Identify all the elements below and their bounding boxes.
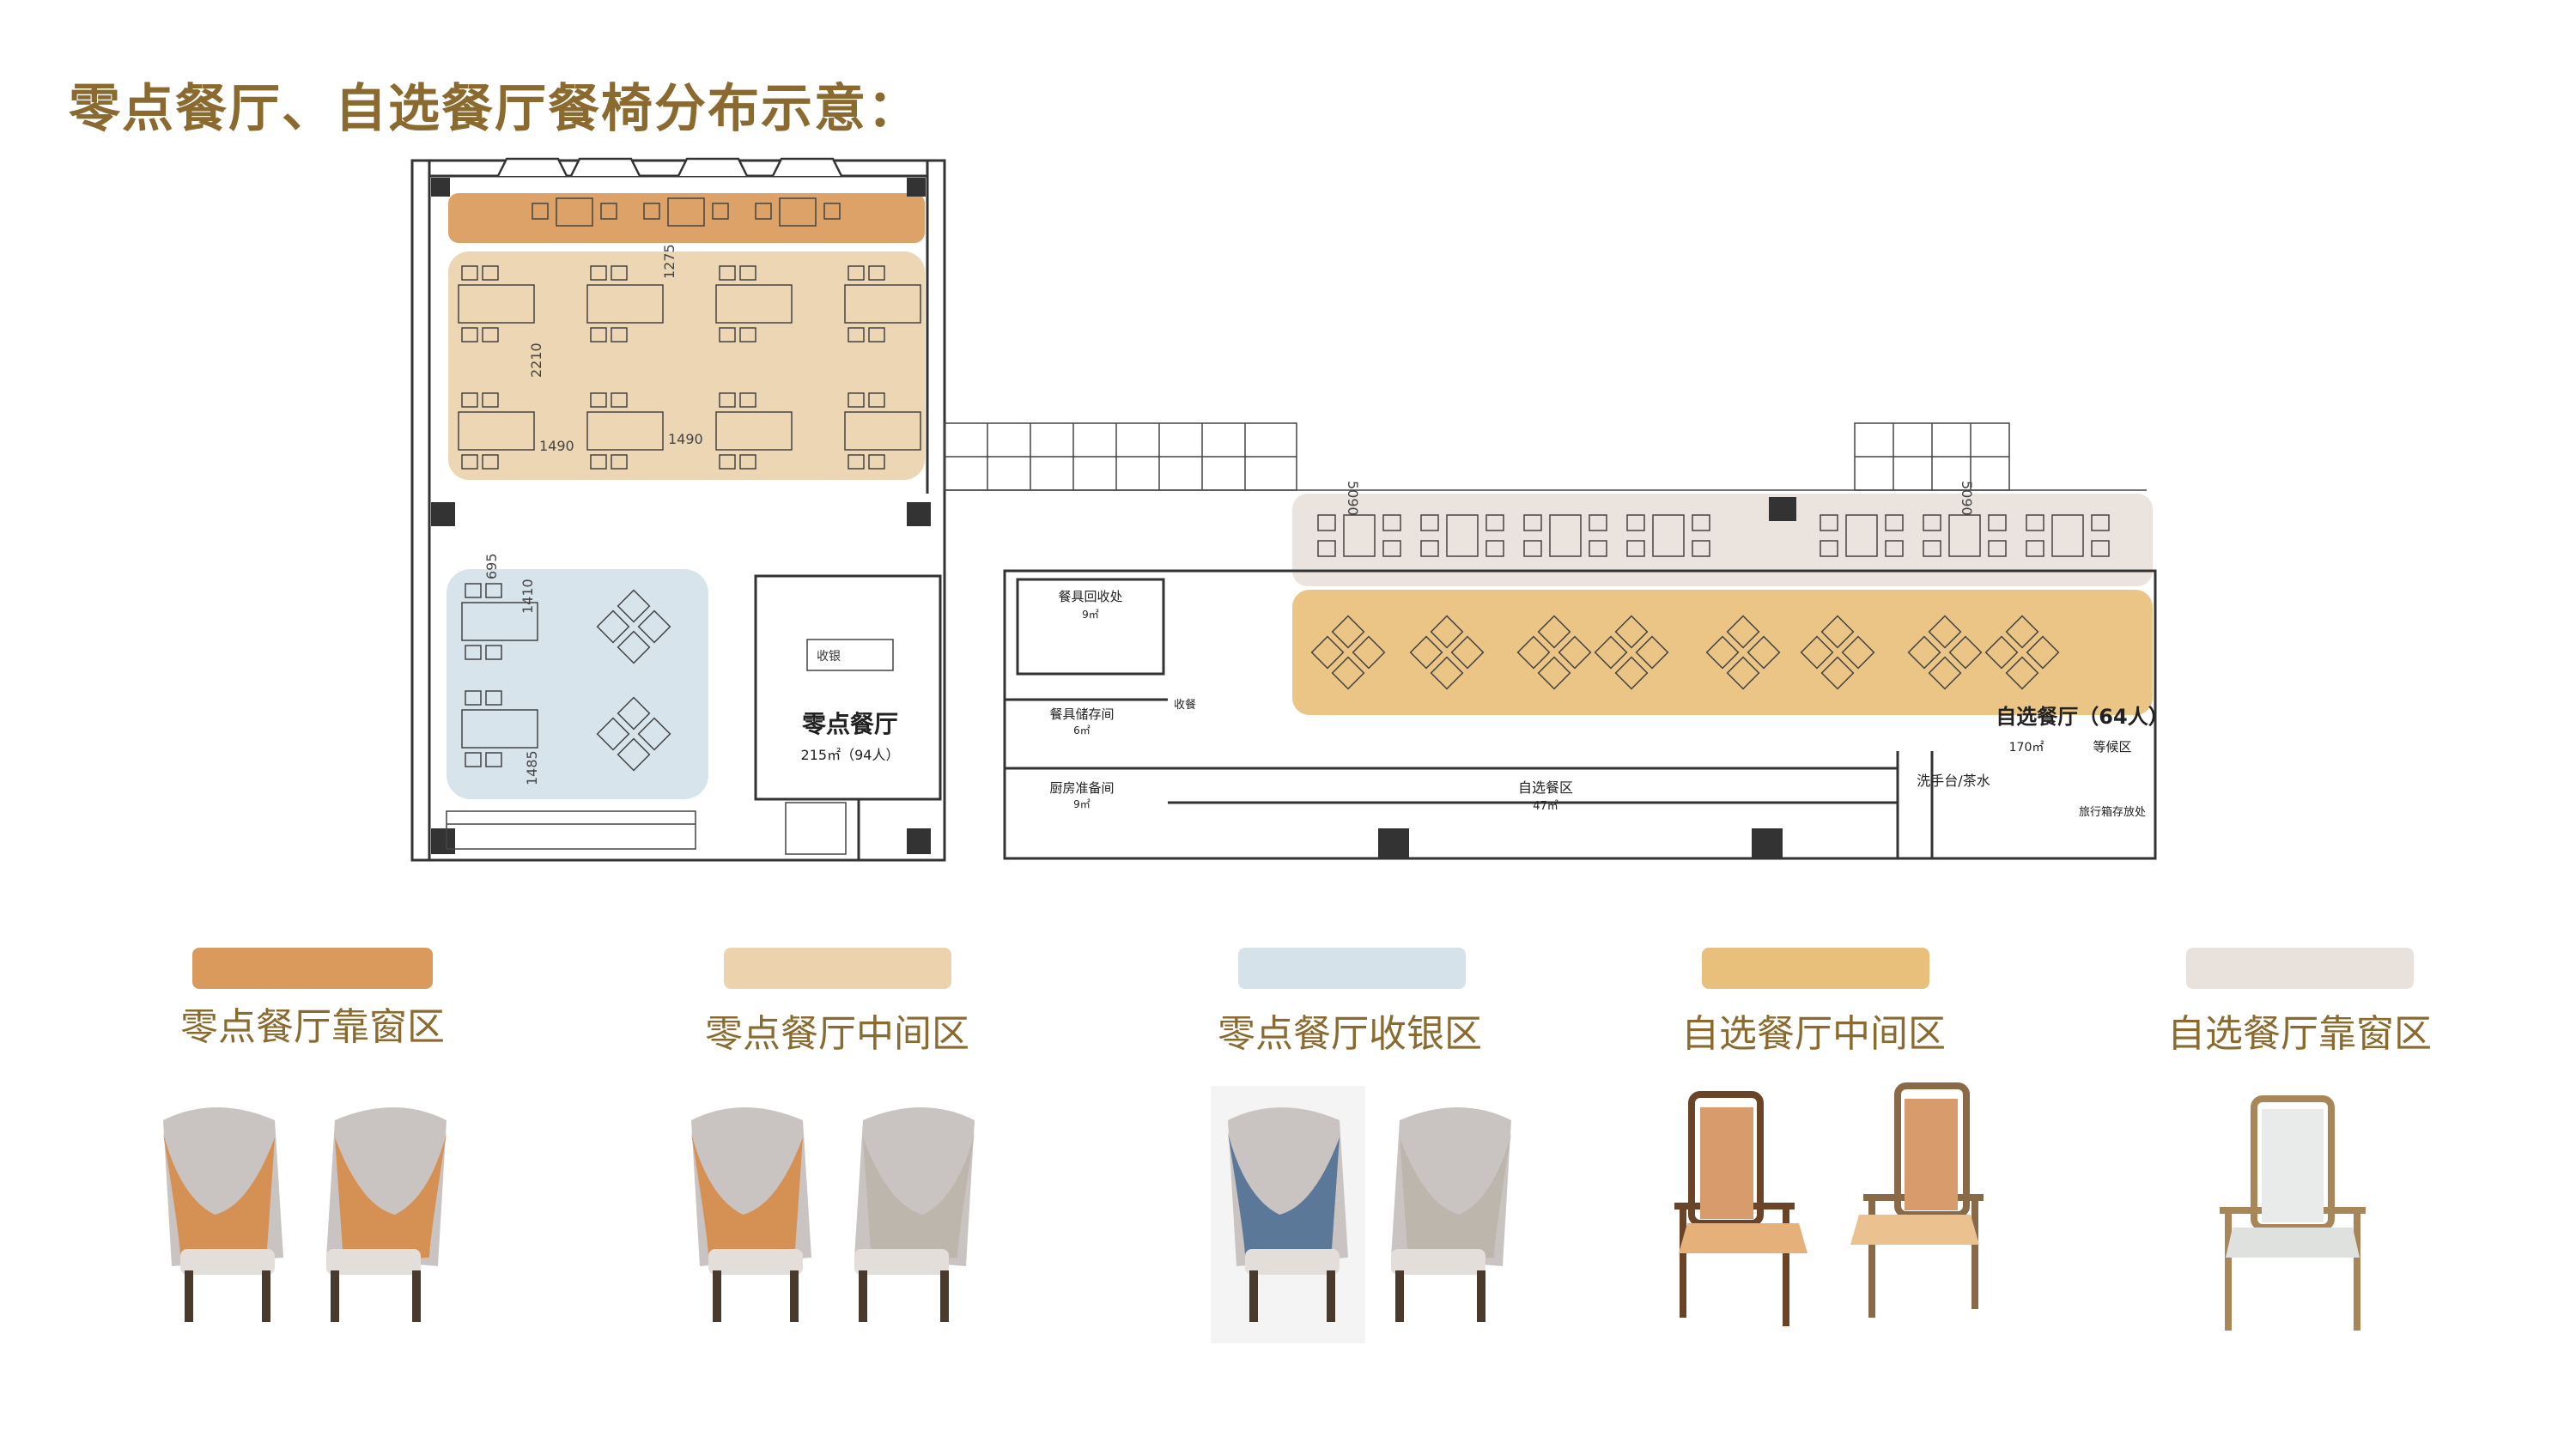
legend-swatch-middle-b <box>1702 948 1929 989</box>
legend-swatch-middle-a <box>724 948 951 989</box>
dim-label: 1490 <box>668 431 703 447</box>
buffet-area-size: 47㎡ <box>1533 800 1558 813</box>
dish-return-label: 收餐 <box>1174 698 1196 712</box>
dim-label: 1410 <box>519 579 536 614</box>
floor-plan: 1275 2210 1490 1490 1410 695 1485 5090 5… <box>410 157 2169 862</box>
legend-label-cashier-a: 零点餐厅收银区 <box>1218 1012 1482 1056</box>
kitchen-prep-label: 厨房准备间 <box>1049 780 1114 796</box>
armchair-pair-tan-image <box>1674 1082 1984 1326</box>
dim-label: 5090 <box>1959 481 1975 516</box>
room-info-a: 215㎡（94人） <box>801 747 900 763</box>
legend-swatch-window-b <box>2186 948 2414 989</box>
zone-window-a <box>448 193 925 243</box>
legend-swatch-cashier-a <box>1238 948 1466 989</box>
zone-window-b <box>1292 494 2153 586</box>
hand-wash-label: 洗手台/茶水 <box>1917 773 1990 789</box>
legend-label-middle-a: 零点餐厅中间区 <box>705 1012 969 1056</box>
cashier-label: 收银 <box>817 650 841 664</box>
legend-label-middle-b: 自选餐厅中间区 <box>1681 1012 1946 1056</box>
tableware-return-size: 9㎡ <box>1082 609 1099 621</box>
dim-label: 695 <box>483 553 500 579</box>
zone-middle-a <box>448 252 925 480</box>
room-area-b: 170㎡ <box>2009 741 2044 755</box>
armchair-single-white-image <box>2220 1095 2366 1331</box>
tableware-storage-label: 餐具储存间 <box>1049 706 1114 722</box>
zone-middle-b <box>1292 590 2153 715</box>
dim-label: 2210 <box>528 343 544 378</box>
page-title: 零点餐厅、自选餐厅餐椅分布示意： <box>69 79 920 139</box>
zone-cashier-a <box>447 569 708 799</box>
room-name-b: 自选餐厅（64人） <box>1996 705 2168 729</box>
dim-label: 1485 <box>524 750 540 785</box>
tableware-storage-size: 6㎡ <box>1073 724 1091 737</box>
legend-swatch-window-a <box>192 948 433 989</box>
kitchen-prep-size: 9㎡ <box>1073 798 1091 810</box>
dim-label: 1490 <box>539 438 574 454</box>
dim-label: 5090 <box>1345 481 1361 516</box>
waiting-label: 等候区 <box>2093 739 2131 755</box>
luggage-label: 旅行箱存放处 <box>2079 805 2146 819</box>
tableware-return-label: 餐具回收处 <box>1058 589 1122 604</box>
legend-label-window-b: 自选餐厅靠窗区 <box>2167 1012 2432 1056</box>
buffet-area-label: 自选餐区 <box>1518 779 1573 796</box>
chair-pair-orange-image <box>163 1107 447 1322</box>
dim-label: 1275 <box>661 244 677 279</box>
legend-label-window-a: 零点餐厅靠窗区 <box>180 1005 445 1049</box>
chair-pair-orange-grey-image <box>691 1107 975 1322</box>
chair-pair-blue-grey-image <box>1211 1086 1511 1343</box>
room-name-a: 零点餐厅 <box>802 710 898 738</box>
